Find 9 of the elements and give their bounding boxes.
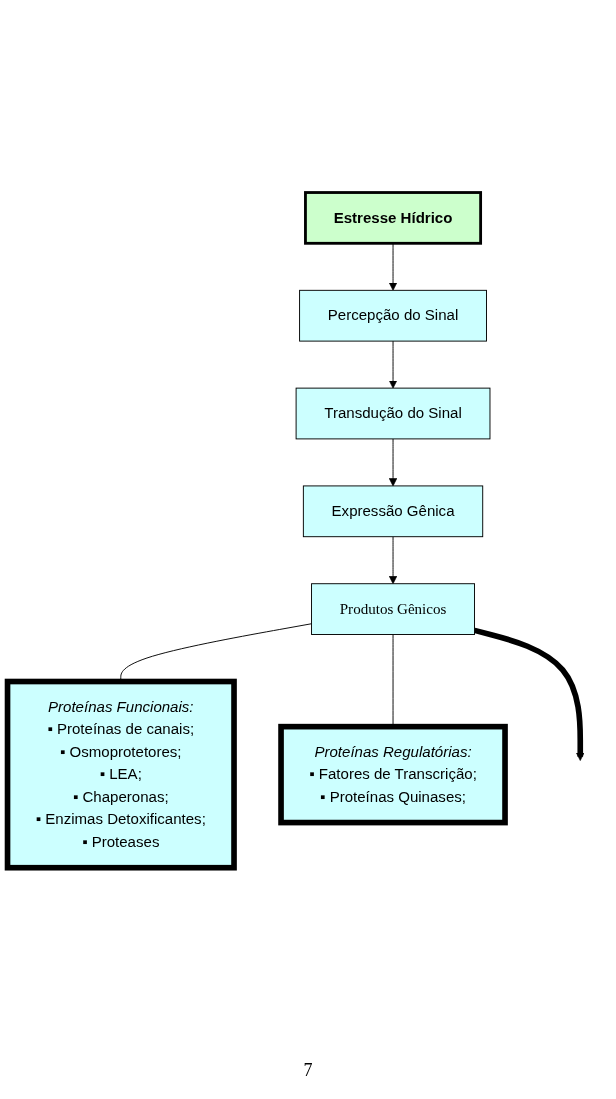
node-box: Proteínas Regulatórias: ▪ Fatores de Transcrição; ▪ Proteínas Quinases; — [278, 723, 508, 826]
node-box: Percepção do Sinal — [299, 289, 487, 342]
node-box: Expressão Gênica — [302, 485, 484, 538]
node-box: Proteínas Funcionais: ▪ Proteínas de canais; ▪ Osmoprotetores; ▪ LEA; ▪ Chaperonas; ▪ Enzimas Detoxificantes; ▪ Proteases — [4, 678, 237, 871]
arrow — [473, 627, 585, 761]
node-box: Estresse Hídrico — [304, 191, 483, 245]
node-box: Produtos Gênicos — [311, 583, 475, 635]
node-box: Transdução do Sinal — [295, 387, 491, 440]
page-number: 7 — [302, 1060, 314, 1081]
